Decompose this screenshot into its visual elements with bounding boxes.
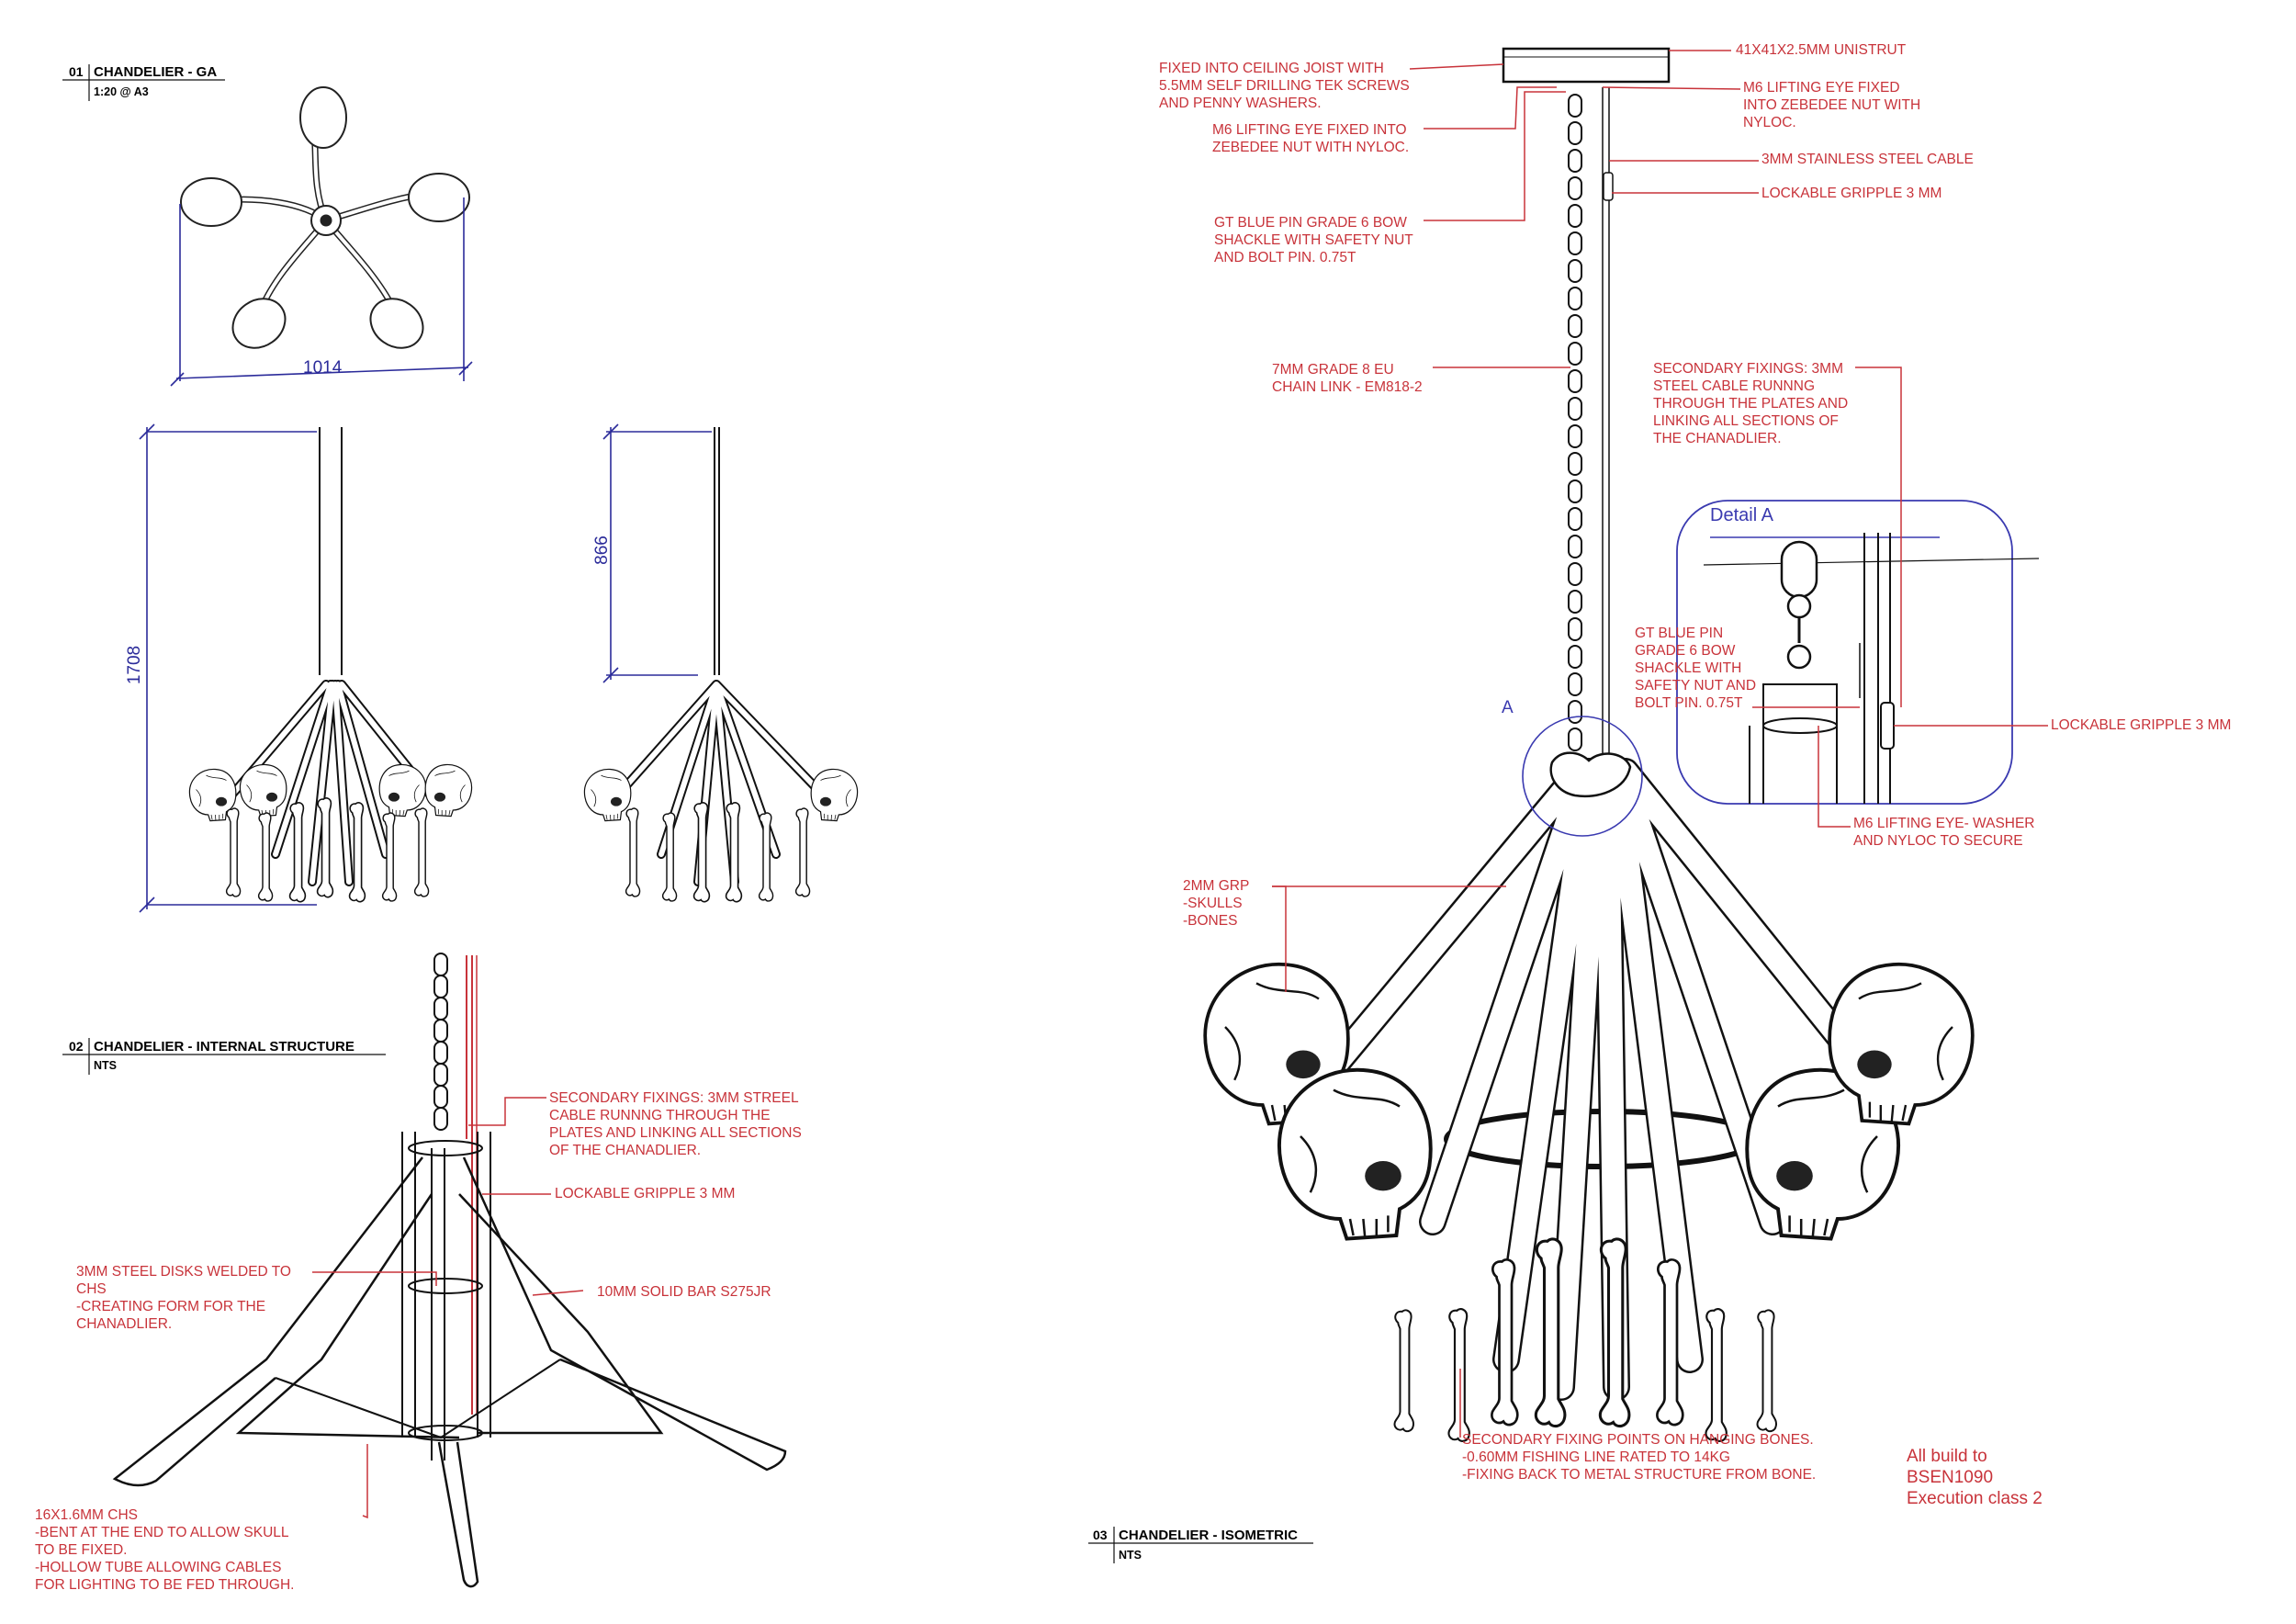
iso-ceiling-fix-label: FIXED INTO CEILING JOIST WITH 5.5MM SELF… (1159, 61, 1410, 111)
iso-shackle-label: GT BLUE PIN GRADE 6 BOW SHACKLE WITH SAF… (1214, 215, 1413, 265)
chain-drop-dimension (602, 423, 712, 683)
view-03-title: CHANDELIER - ISOMETRIC (1119, 1528, 1298, 1543)
front-elevation-left (188, 427, 473, 903)
view-01-number: 01 (69, 64, 84, 79)
iso-lifting-eye-left-label: M6 LIFTING EYE FIXED INTO ZEBEDEE NUT WI… (1212, 122, 1410, 155)
iso-chain-label: 7MM GRADE 8 EU CHAIN LINK - EM818-2 (1272, 362, 1423, 395)
iso-secondary-fixings-label: SECONDARY FIXINGS: 3MM STEEL CABLE RUNNN… (1653, 361, 1849, 446)
view-03-scale: NTS (1119, 1549, 1142, 1562)
iso-gripple-top-label: LOCKABLE GRIPPLE 3 MM (1761, 186, 1942, 201)
internal-structure-view (112, 955, 787, 1588)
internal-solid-bar-label: 10MM SOLID BAR S275JR (597, 1284, 771, 1300)
iso-hanging-bones-label: SECONDARY FIXING POINTS ON HANGING BONES… (1462, 1432, 1817, 1483)
iso-chain (1568, 87, 1614, 762)
plan-width-dimension (170, 197, 473, 387)
internal-gripple-label: LOCKABLE GRIPPLE 3 MM (555, 1186, 736, 1201)
detail-a-marker: A (1502, 698, 1514, 717)
iso-unistrut (1502, 47, 1671, 84)
view-01-title: CHANDELIER - GA (94, 64, 218, 80)
chain-drop-label: 866 (591, 536, 612, 565)
plan-width-label: 1014 (303, 358, 343, 378)
detail-a-callout-circle (1522, 716, 1643, 837)
internal-secondary-fixings-label: SECONDARY FIXINGS: 3MM STREEL CABLE RUNN… (549, 1090, 802, 1158)
title-block-rules (62, 64, 1313, 1563)
side-elevation-right (583, 427, 859, 903)
view-03-number: 03 (1093, 1528, 1108, 1542)
view-02-number: 02 (69, 1039, 84, 1054)
detail-a-box (1676, 500, 2040, 805)
view-01-scale: 1:20 @ A3 (94, 85, 149, 98)
iso-cable-label: 3MM STAINLESS STEEL CABLE (1761, 152, 1974, 167)
internal-steel-disks-label: 3MM STEEL DISKS WELDED TO CHS -CREATING … (76, 1264, 291, 1332)
detail-a-title: Detail A (1710, 505, 1773, 525)
internal-leaders (312, 1097, 584, 1519)
build-note: All build to BSEN1090 Execution class 2 (1907, 1447, 2043, 1508)
iso-lifting-eye-right-label: M6 LIFTING EYE FIXED INTO ZEBEDEE NUT WI… (1743, 80, 1921, 130)
iso-leaders (1272, 50, 2048, 1438)
view-02-title: CHANDELIER - INTERNAL STRUCTURE (94, 1039, 355, 1054)
height-dimension (139, 423, 317, 913)
detail-shackle-label: GT BLUE PIN GRADE 6 BOW SHACKLE WITH SAF… (1635, 626, 1757, 711)
ga-plan-view (180, 86, 470, 349)
height-overall-label: 1708 (125, 645, 145, 685)
internal-chs-label: 16X1.6MM CHS -BENT AT THE END TO ALLOW S… (35, 1507, 295, 1593)
iso-chandelier-body (1290, 751, 1906, 1442)
internal-chain (433, 953, 448, 1131)
view-02-scale: NTS (94, 1059, 117, 1072)
iso-unistrut-label: 41X41X2.5MM UNISTRUT (1736, 42, 1907, 58)
detail-gripple-label: LOCKABLE GRIPPLE 3 MM (2051, 717, 2232, 733)
iso-grp-label: 2MM GRP -SKULLS -BONES (1183, 878, 1250, 929)
detail-eye-label: M6 LIFTING EYE- WASHER AND NYLOC TO SECU… (1853, 816, 2035, 849)
